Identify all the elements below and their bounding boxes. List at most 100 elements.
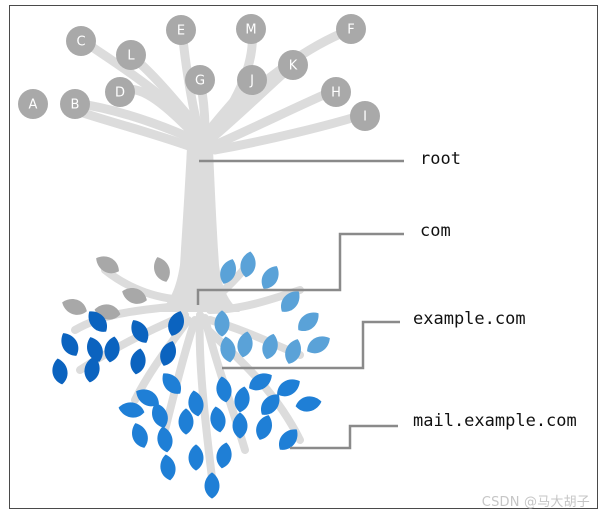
node-letter: H [331, 86, 341, 101]
root-branch-5 [195, 311, 216, 482]
leaf [216, 442, 232, 469]
leaf [104, 336, 120, 363]
leaf [298, 312, 319, 331]
leaf [295, 396, 322, 412]
tree-node-e: E [166, 15, 196, 45]
tree-node-i: I [350, 101, 380, 131]
node-letter: I [363, 110, 367, 125]
leaf [216, 376, 232, 403]
leaf [188, 444, 204, 471]
node-circle [185, 65, 215, 95]
tree-node-f: F [336, 14, 366, 44]
node-circle [116, 40, 146, 70]
leaf [131, 320, 149, 343]
leaf [96, 256, 119, 274]
label-root: root [420, 149, 461, 169]
leaf [88, 311, 107, 332]
leader-line-example [222, 320, 400, 370]
trunk [160, 128, 240, 312]
leaf [62, 299, 87, 315]
node-circle [66, 26, 96, 56]
upper-branch-0 [75, 107, 205, 155]
leaf [188, 390, 204, 417]
node-letter: J [249, 74, 254, 89]
node-circle [18, 89, 48, 119]
tree-node-h: H [321, 77, 351, 107]
leaf [160, 454, 176, 481]
tree-node-l: L [116, 40, 146, 70]
leaf [249, 373, 272, 391]
leaf [261, 394, 280, 415]
leaf [232, 412, 248, 439]
tree-leaves [52, 251, 330, 499]
leaf [204, 472, 220, 499]
upper-branch-11 [210, 110, 367, 155]
leaf [87, 337, 103, 362]
leaf [168, 311, 184, 336]
leaf [285, 339, 301, 364]
leaf [61, 333, 79, 356]
node-circle [105, 77, 135, 107]
leaf [256, 415, 272, 440]
leaf [281, 291, 300, 312]
leader-line-mail [290, 424, 398, 450]
node-letter: M [245, 23, 256, 38]
label-mail-example-com: mail.example.com [413, 411, 577, 431]
leaf [261, 266, 279, 289]
node-letter: E [177, 24, 185, 39]
leaf [237, 331, 253, 358]
leaf [152, 403, 168, 428]
leaf [220, 259, 236, 284]
node-circle [336, 14, 366, 44]
tree-node-b: B [60, 89, 90, 119]
leaf [234, 386, 250, 413]
label-com: com [420, 221, 451, 241]
leaf [157, 426, 173, 453]
tree-node-k: K [278, 50, 308, 80]
leaf [162, 373, 181, 394]
leaf [279, 429, 298, 450]
leaf [136, 389, 159, 407]
leaf [178, 408, 194, 435]
node-letter: L [127, 49, 135, 64]
leader-lines [196, 159, 404, 450]
node-circle [237, 65, 267, 95]
leaf [240, 251, 256, 278]
leaf [214, 310, 230, 337]
node-circle [350, 101, 380, 131]
node-letter: A [29, 98, 38, 113]
node-circle [236, 14, 266, 44]
tree-nodes: A B C D E F G H I J K L M [18, 14, 380, 131]
node-letter: F [347, 23, 354, 38]
leaf [118, 402, 145, 418]
leaf [220, 336, 236, 363]
leaf [277, 379, 300, 397]
tree-node-d: D [105, 77, 135, 107]
leaf [130, 348, 146, 375]
node-letter: C [76, 35, 85, 50]
watermark: CSDN @马大胡子 [481, 495, 590, 510]
tree-node-a: A [18, 89, 48, 119]
node-circle [60, 89, 90, 119]
leaf [52, 358, 68, 385]
tree-node-c: C [66, 26, 96, 56]
leaf [160, 341, 176, 366]
root-branch-1 [71, 301, 189, 334]
leaf [210, 406, 226, 433]
node-letter: G [195, 74, 205, 89]
node-circle [166, 15, 196, 45]
label-example-com: example.com [413, 309, 526, 329]
leaf [84, 356, 100, 383]
leaf [262, 333, 278, 360]
node-letter: K [289, 59, 298, 74]
root-branch-4 [161, 316, 199, 434]
leaf [132, 423, 148, 448]
root-branch-0 [101, 266, 194, 304]
tree-node-j: J [237, 65, 267, 95]
node-circle [321, 77, 351, 107]
tree-node-m: M [236, 14, 266, 44]
leaf [154, 257, 170, 282]
node-circle [278, 50, 308, 80]
